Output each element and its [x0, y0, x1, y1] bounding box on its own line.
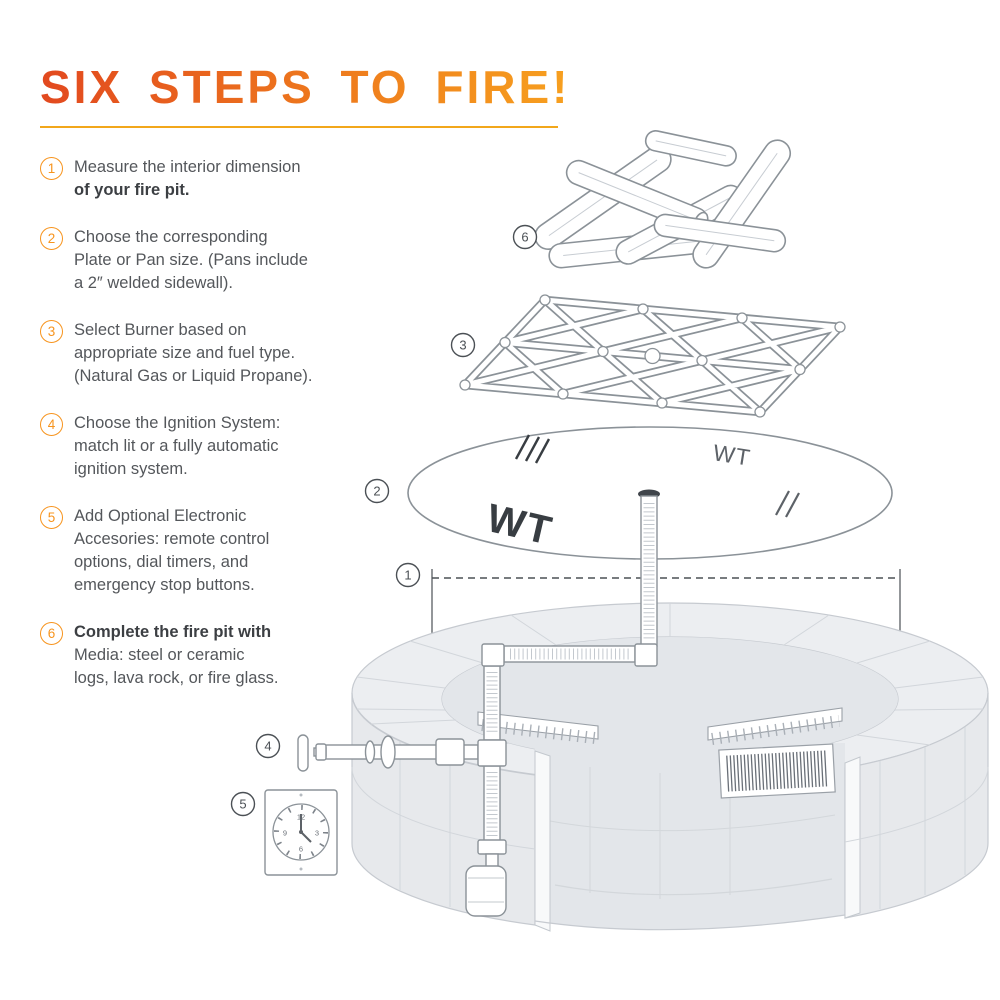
- step-text: Select Burner based on appropriate size …: [74, 319, 312, 388]
- timer-dial-3: 3: [315, 829, 319, 838]
- plate-marking-slashes: [775, 490, 800, 518]
- timer-hand-hour: [300, 831, 312, 843]
- ceramic-logs-illustration: [534, 130, 792, 269]
- gas-piping-illustration: [297, 495, 658, 917]
- timer-dial-9: 9: [283, 829, 287, 838]
- step-text-regular: Select Burner based on appropriate size …: [74, 321, 313, 385]
- steps-list: 1 Measure the interior dimension of your…: [40, 156, 376, 714]
- svg-text:6: 6: [521, 230, 528, 245]
- valve-collar: [364, 740, 376, 764]
- step-text: Complete the fire pit with Media: steel …: [74, 621, 279, 690]
- step-item-2: 2 Choose the corresponding Plate or Pan …: [40, 226, 376, 295]
- fire-pit-illustration: [351, 602, 989, 932]
- key-handle: [297, 734, 309, 772]
- step-item-6: 6 Complete the fire pit with Media: stee…: [40, 621, 376, 690]
- step-item-1: 1 Measure the interior dimension of your…: [40, 156, 376, 202]
- key-socket: [315, 743, 327, 761]
- callout-plate: 2: [364, 478, 390, 504]
- step-number-badge: 6: [40, 622, 63, 645]
- step-text: Add Optional Electronic Accesories: remo…: [74, 505, 269, 597]
- valve-flange: [380, 735, 396, 769]
- step-text: Measure the interior dimension of your f…: [74, 156, 301, 202]
- cutaway-face-left: [534, 750, 551, 932]
- step-text-bold: of your fire pit.: [74, 181, 190, 199]
- title-underline: [40, 126, 558, 128]
- step-number-badge: 1: [40, 157, 63, 180]
- step-text: Choose the Ignition System: match lit or…: [74, 412, 280, 481]
- step-text: Choose the corresponding Plate or Pan si…: [74, 226, 308, 295]
- step-number-badge: 3: [40, 320, 63, 343]
- burner-illustration: [459, 294, 846, 418]
- page-title: SIX STEPS TO FIRE!: [40, 61, 571, 113]
- timer-dial-12: 12: [297, 813, 305, 822]
- timer-tick-marks: [274, 805, 328, 859]
- callout-ignition: 4: [255, 733, 281, 759]
- timer-dial-6: 6: [299, 845, 303, 854]
- pipe-elbow: [634, 643, 658, 667]
- step-text-regular: Choose the corresponding Plate or Pan si…: [74, 228, 308, 292]
- svg-text:1: 1: [404, 568, 411, 583]
- svg-text:4: 4: [264, 739, 271, 754]
- svg-text:2: 2: [373, 484, 380, 499]
- step-item-4: 4 Choose the Ignition System: match lit …: [40, 412, 376, 481]
- burner-fittings: [459, 294, 846, 418]
- step-text-regular: Measure the interior dimension: [74, 158, 301, 176]
- step-text-regular: Add Optional Electronic Accesories: remo…: [74, 507, 270, 594]
- step-text-bold: Complete the fire pit with: [74, 623, 272, 641]
- valve-body: [435, 738, 465, 766]
- callout-burner: 3: [450, 332, 476, 358]
- exploded-assembly-illustration: WT WT: [230, 130, 989, 932]
- plate-marking-wt-small: WT: [711, 439, 752, 471]
- plate-illustration: WT WT: [407, 426, 893, 560]
- callout-media: 6: [512, 224, 538, 250]
- pipe-elbow: [481, 643, 505, 667]
- step-number-badge: 5: [40, 506, 63, 529]
- svg-text:3: 3: [459, 338, 466, 353]
- step-item-3: 3 Select Burner based on appropriate siz…: [40, 319, 376, 388]
- pipe-tee: [477, 739, 507, 767]
- hose-canister: [465, 865, 507, 917]
- pipe-coupling: [477, 839, 507, 855]
- step-number-badge: 4: [40, 413, 63, 436]
- callout-timer: 5: [230, 791, 256, 817]
- diagram-callouts: 6 3 2 1 4 5: [230, 224, 538, 817]
- step-number-badge: 2: [40, 227, 63, 250]
- svg-text:5: 5: [239, 797, 246, 812]
- step-text-regular: Media: steel or ceramic logs, lava rock,…: [74, 646, 279, 687]
- dial-timer-illustration: 12 3 6 9: [264, 789, 338, 876]
- callout-dimension: 1: [395, 562, 421, 588]
- cutaway-face-right: [844, 756, 861, 919]
- ventilation-grille: [718, 743, 836, 799]
- step-text-regular: Choose the Ignition System: match lit or…: [74, 414, 281, 478]
- plate-marking-slashes: [514, 434, 551, 464]
- inner-wall-vent-right: [707, 707, 843, 745]
- inner-wall-vent-left: [477, 711, 599, 744]
- step-item-5: 5 Add Optional Electronic Accesories: re…: [40, 505, 376, 597]
